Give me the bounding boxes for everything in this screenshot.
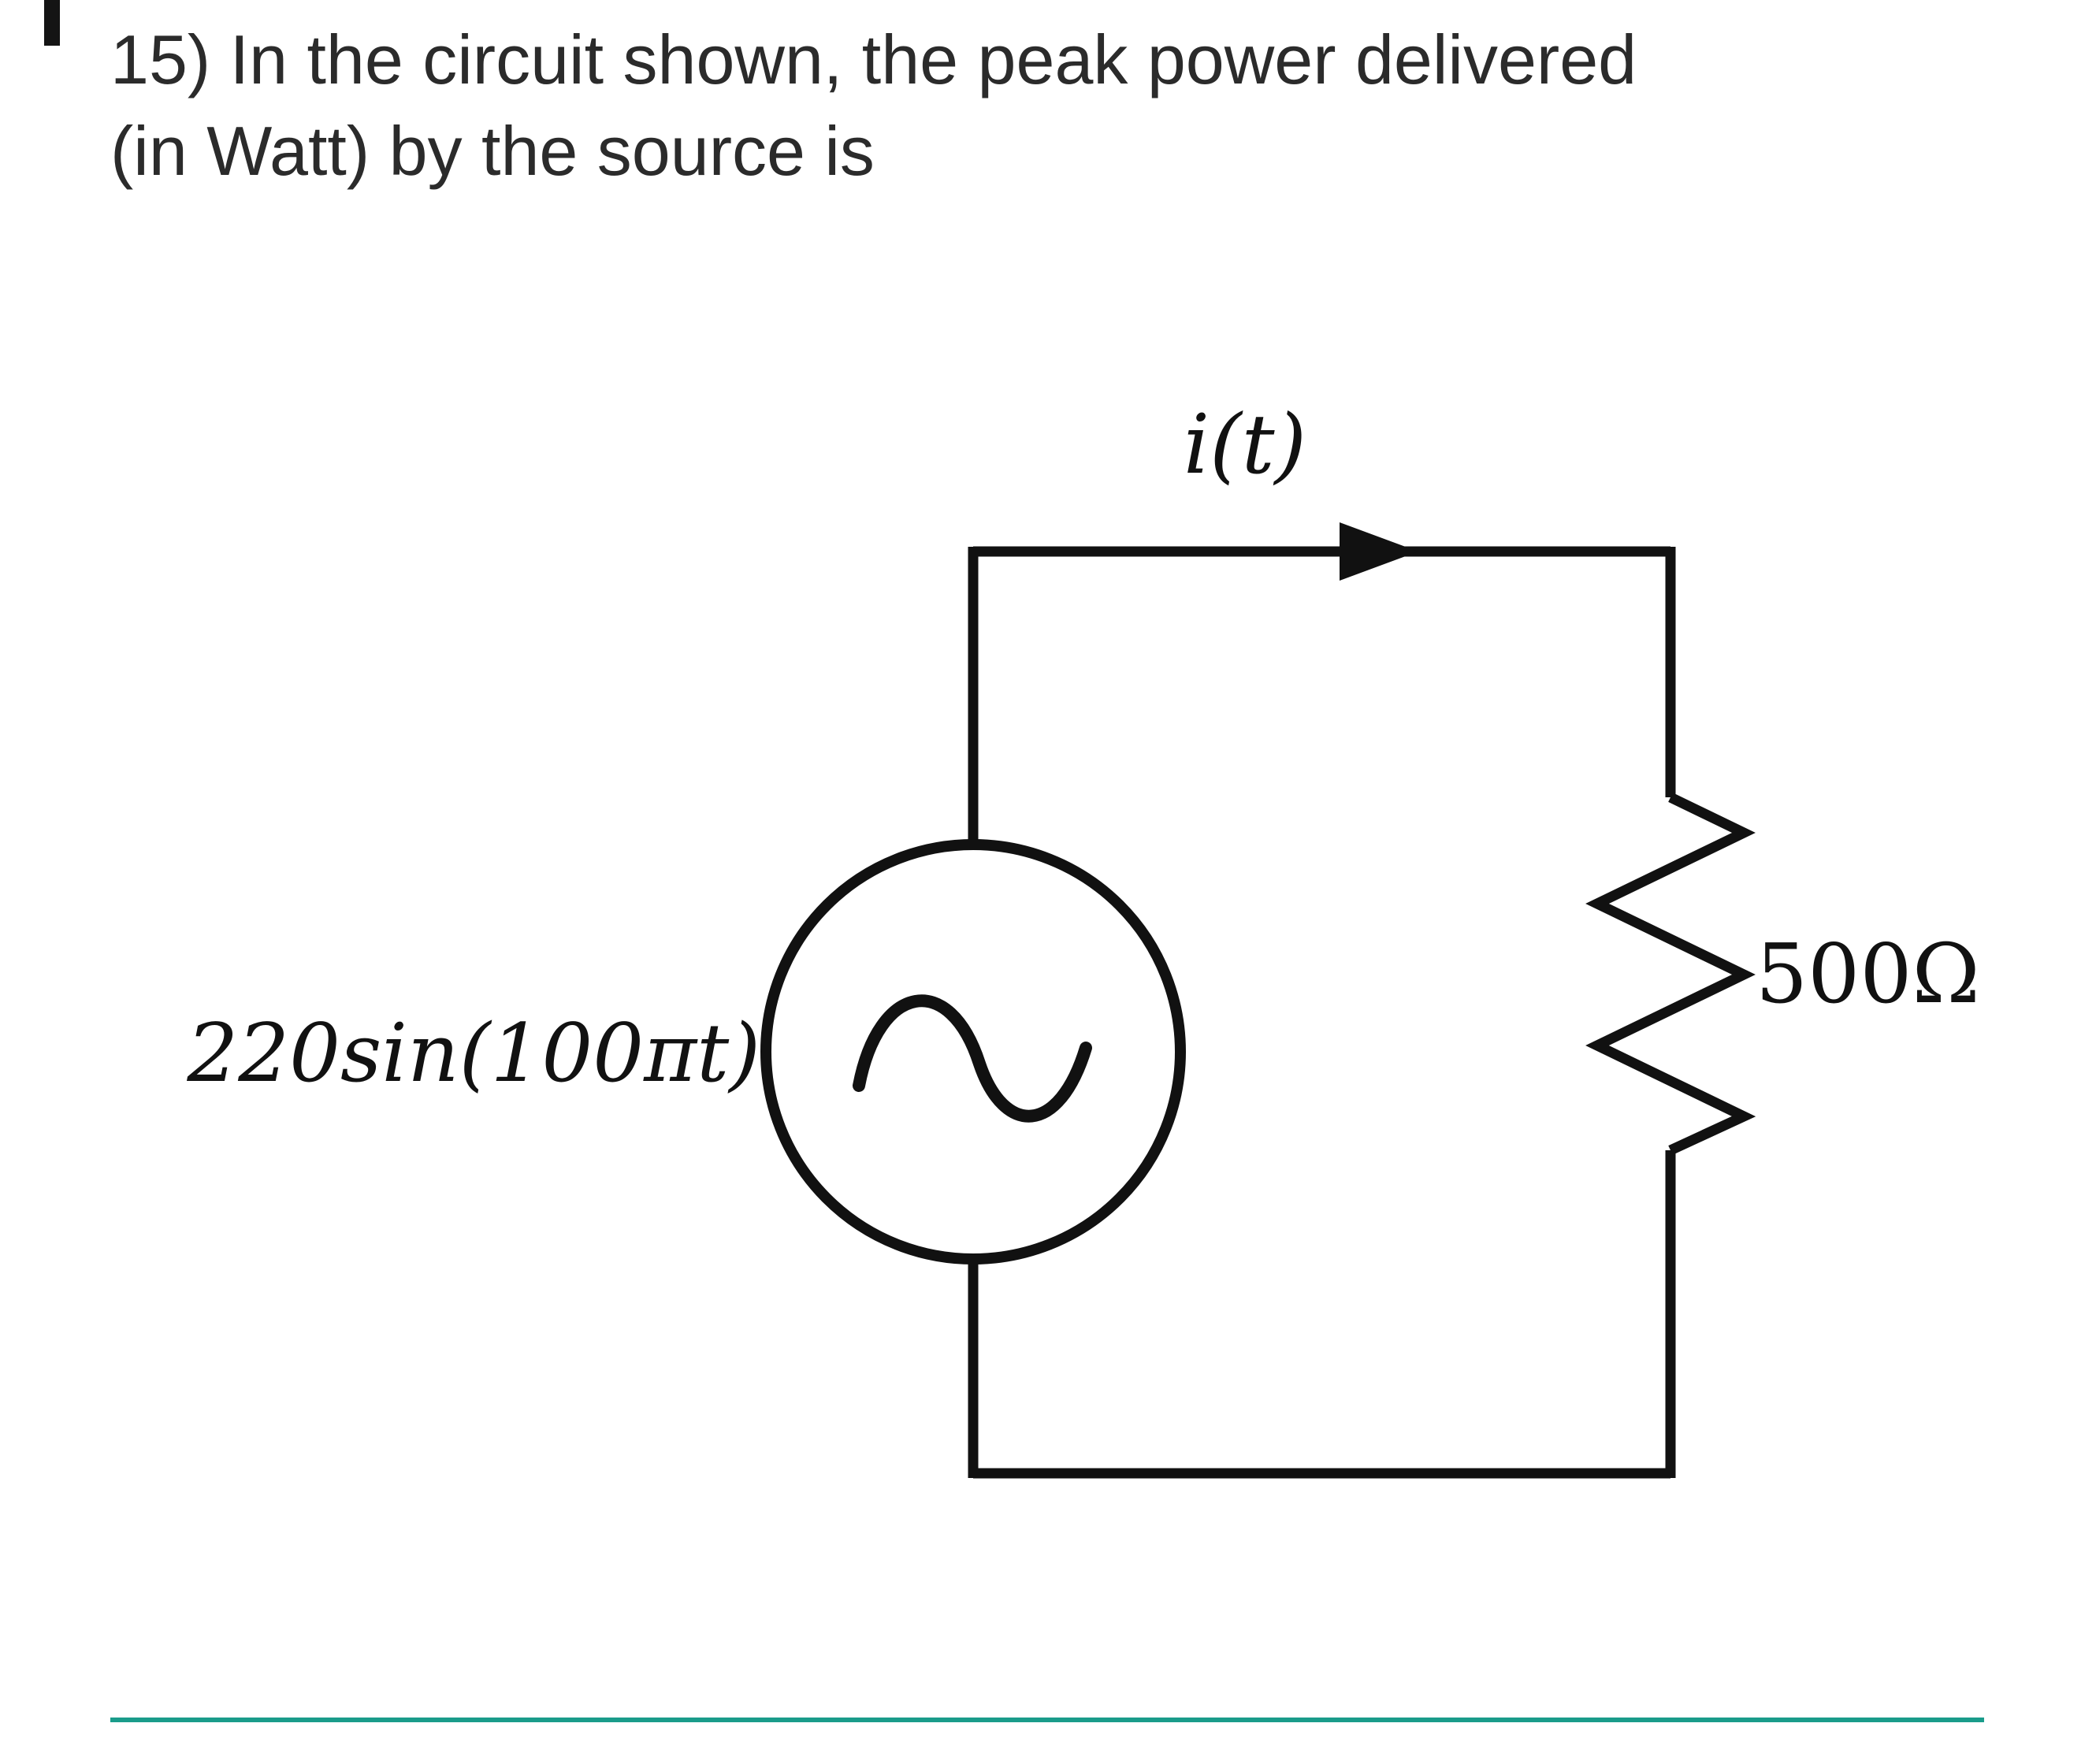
source-label: 220sin(100πt) <box>186 1007 760 1101</box>
sine-wave-icon <box>853 994 1092 1123</box>
current-arrow-icon <box>1340 522 1418 581</box>
current-label: i(t) <box>1184 396 1306 492</box>
bottom-divider <box>110 1718 1984 1722</box>
screen-corner-artifact <box>44 0 60 46</box>
question-line-2: (in Watt) by the source is <box>110 112 875 190</box>
resistor-label: 500Ω <box>1756 926 1980 1022</box>
resistor-zigzag <box>1585 793 1756 1155</box>
question-text: 15) In the circuit shown, the peak power… <box>110 14 2001 197</box>
question-line-1: 15) In the circuit shown, the peak power… <box>110 20 1637 98</box>
